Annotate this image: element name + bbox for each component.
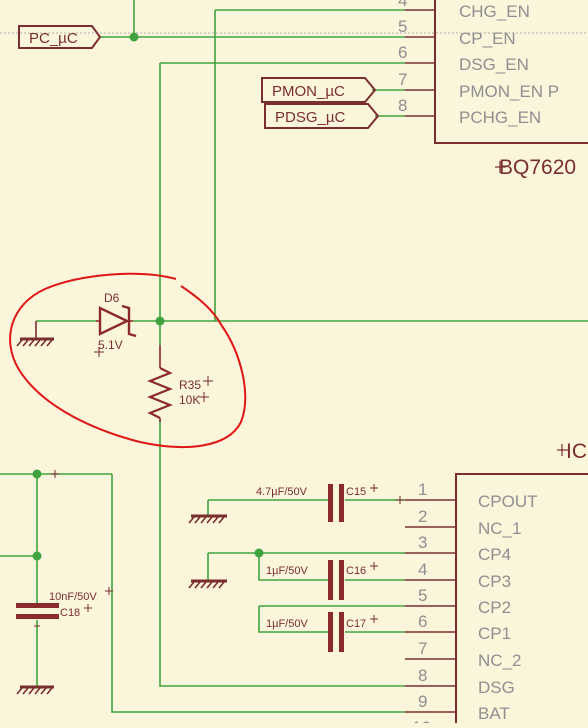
pin-name: CP4 [478, 545, 511, 564]
component-value: 10nF/50V [49, 591, 97, 603]
junction-dot [32, 469, 42, 479]
net-label-pc-uc[interactable]: PC_µC [18, 25, 102, 49]
pin-name: BAT [478, 704, 510, 723]
pin-name: CP_EN [459, 29, 516, 48]
ic-top-name: BQ7620 [499, 156, 576, 179]
component-ref: R35 [179, 378, 201, 392]
net-label-pdsg-uc[interactable]: PDSG_µC [264, 103, 380, 129]
ic-top-body [434, 0, 588, 144]
resistor-r35[interactable]: R35 10K [147, 345, 213, 422]
pin-number: 5 [398, 17, 407, 36]
component-ref: C17 [346, 618, 366, 630]
pin-number: 10 [412, 718, 431, 723]
ground-icon [16, 685, 54, 695]
pin-number: 9 [418, 692, 427, 711]
pin-name: DSG_EN [459, 55, 529, 74]
pin-name: CHG_EN [459, 2, 530, 21]
junction-dot [32, 551, 42, 561]
pin-name: PCHG_EN [459, 108, 541, 127]
pin-number: 8 [418, 666, 427, 685]
component-value: 10K [179, 393, 200, 407]
pin-number: 4 [398, 0, 407, 10]
capacitor-c17[interactable]: 1µF/50V C17 [266, 612, 378, 652]
ic-bottom-body [455, 473, 588, 723]
pin-number: 8 [398, 96, 407, 115]
pin-name: CP3 [478, 572, 511, 591]
junction-dot [155, 316, 165, 326]
pin-name: DSG [478, 678, 515, 697]
ic-top[interactable]: 4 CHG_EN 5 CP_EN 6 DSG_EN 7 PMON_EN P 8 … [398, 0, 588, 179]
component-value: 1µF/50V [266, 565, 308, 577]
capacitor-c16[interactable]: 1µF/50V C16 [266, 560, 378, 600]
component-value: 5.1V [98, 338, 123, 352]
component-value: 1µF/50V [266, 618, 308, 630]
component-ref: C18 [60, 607, 80, 619]
pin-number: 6 [418, 612, 427, 631]
ic-bottom-name: IC [566, 440, 587, 463]
net-label-text: PDSG_µC [275, 109, 345, 126]
pin-number: 1 [418, 480, 427, 499]
pin-number: 6 [398, 43, 407, 62]
pin-number: 7 [398, 70, 407, 89]
pin-name: NC_1 [478, 519, 521, 538]
pin-number: 4 [418, 560, 427, 579]
ground-icon [188, 514, 227, 524]
component-ref: C16 [346, 565, 366, 577]
component-ref: C15 [346, 486, 366, 498]
pin-number: 3 [418, 533, 427, 552]
junction-dot [254, 548, 264, 558]
wire [159, 420, 405, 687]
wire [111, 474, 405, 713]
net-label-text: PC_µC [29, 30, 78, 47]
pin-number: 2 [418, 507, 427, 526]
ic-bottom[interactable]: 1 CPOUT 2 NC_1 3 CP4 4 CP3 5 CP2 6 CP1 7… [405, 440, 588, 728]
pin-name: CP1 [478, 624, 511, 643]
capacitor-c15[interactable]: 4.7µF/50V C15 [256, 484, 404, 522]
pin-name: CPOUT [478, 492, 538, 511]
wire [258, 553, 330, 581]
pin-name: NC_2 [478, 651, 521, 670]
net-label-pmon-uc[interactable]: PMON_µC [261, 77, 377, 103]
wires [0, 0, 588, 713]
pin-name: PMON_EN P [459, 82, 559, 101]
junctions [32, 32, 264, 561]
ground-icon [188, 579, 227, 589]
net-label-text: PMON_µC [272, 83, 345, 100]
junction-dot [129, 32, 139, 42]
ground-icon [16, 321, 54, 347]
pin-number: 7 [418, 639, 427, 658]
component-ref: D6 [104, 291, 120, 305]
pin-name: CP2 [478, 598, 511, 617]
component-value: 4.7µF/50V [256, 486, 308, 498]
pin-number: 5 [418, 586, 427, 605]
zener-diode-d6[interactable]: D6 5.1V [94, 291, 137, 357]
wire [258, 606, 330, 633]
capacitor-c18[interactable]: 10nF/50V C18 [16, 470, 113, 627]
red-annotation-circle [9, 272, 247, 448]
